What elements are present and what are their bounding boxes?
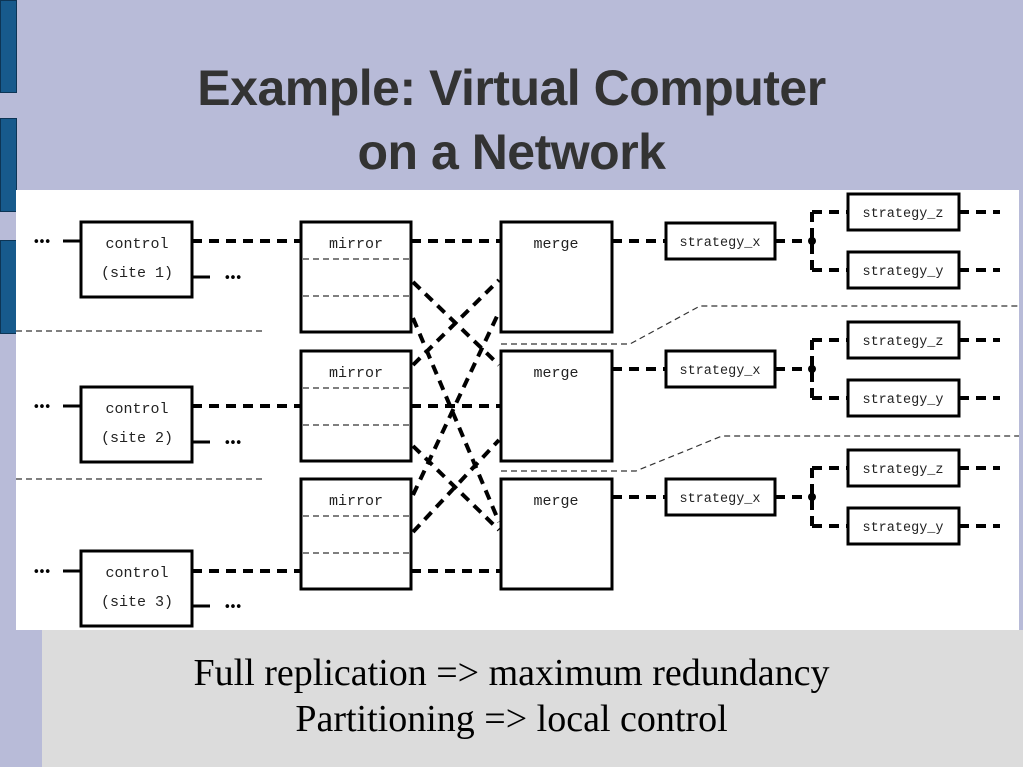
fork-junction	[808, 237, 816, 245]
link-m2-merge1	[411, 278, 501, 367]
footer-text: Full replication => maximum redundancy P…	[0, 650, 1023, 742]
control-site-label: (site 1)	[101, 265, 173, 282]
site-separators	[16, 305, 1019, 480]
link-m3-merge1	[411, 311, 501, 496]
title-line-2: on a Network	[357, 124, 666, 180]
strategy-x-label: strategy_x	[679, 236, 760, 251]
strategy-y-label: strategy_y	[862, 393, 943, 408]
fork-junction	[808, 493, 816, 501]
mirror-label: mirror	[329, 365, 383, 382]
control-box	[79, 220, 194, 299]
continuation-dots-in: •••	[32, 400, 49, 415]
continuation-dots-out: •••	[223, 600, 240, 615]
link-m1-merge3	[411, 317, 501, 523]
mirror-box	[299, 349, 413, 463]
mirror-label: mirror	[329, 236, 383, 253]
merge-label: merge	[533, 493, 578, 510]
control-label: control	[105, 565, 168, 582]
strategy-z-box	[846, 448, 961, 488]
merge-box	[499, 477, 614, 591]
continuation-dots-in: •••	[32, 565, 49, 580]
strategy-z-box	[846, 320, 961, 360]
side-tab-2	[0, 118, 17, 212]
site-row-1: ••• control (site 1) ••• mirror merge strategy…	[32, 192, 1000, 334]
footer-panel	[42, 630, 1023, 767]
continuation-dots-out: •••	[223, 271, 240, 286]
strategy-x-label: strategy_x	[679, 364, 760, 379]
control-box	[79, 385, 194, 464]
strategy-z-label: strategy_z	[862, 335, 943, 350]
slide-title: Example: Virtual Computer on a Network	[0, 56, 1023, 184]
strategy-z-label: strategy_z	[862, 463, 943, 478]
mirror-box	[299, 477, 413, 591]
site-row-3: ••• control (site 3) ••• mirror merge strategy…	[32, 448, 1000, 628]
mirror-label: mirror	[329, 493, 383, 510]
strategy-y-box	[846, 250, 961, 290]
merge-box	[499, 220, 614, 334]
continuation-dots-in: •••	[32, 235, 49, 250]
strategy-y-box	[846, 378, 961, 418]
strategy-x-label: strategy_x	[679, 492, 760, 507]
control-label: control	[105, 401, 168, 418]
merge-label: merge	[533, 236, 578, 253]
control-site-label: (site 2)	[101, 430, 173, 447]
footer-line-2: Partitioning => local control	[295, 698, 728, 740]
separator-2-3	[16, 435, 1019, 480]
cross-links	[411, 278, 501, 534]
strategy-z-box	[846, 192, 961, 232]
strategy-y-label: strategy_y	[862, 521, 943, 536]
strategy-z-label: strategy_z	[862, 207, 943, 222]
title-line-1: Example: Virtual Computer	[197, 60, 826, 116]
control-box	[79, 549, 194, 628]
separator-1-2	[16, 305, 1019, 345]
fork-junction	[808, 365, 816, 373]
strategy-y-label: strategy_y	[862, 265, 943, 280]
merge-label: merge	[533, 365, 578, 382]
site-row-2: ••• control (site 2) ••• mirror merge strategy…	[32, 320, 1000, 464]
footer-line-1: Full replication => maximum redundancy	[193, 652, 830, 694]
control-site-label: (site 3)	[101, 594, 173, 611]
merge-box	[499, 349, 614, 463]
side-tab-1	[0, 0, 17, 93]
mirror-box	[299, 220, 413, 334]
continuation-dots-out: •••	[223, 436, 240, 451]
link-m3-merge2	[411, 438, 501, 534]
control-label: control	[105, 236, 168, 253]
